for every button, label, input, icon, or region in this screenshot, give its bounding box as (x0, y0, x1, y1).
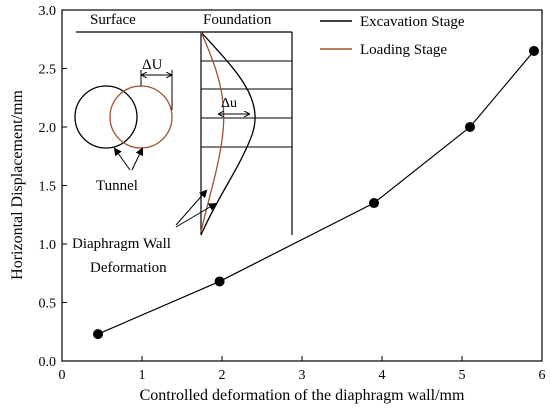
inset-schematic: Surface Foundation Δu ΔU Tunnel Diaphrag… (72, 12, 293, 276)
x-axis-label: Controlled deformation of the diaphragm … (140, 387, 465, 404)
series-line (97, 50, 535, 335)
inset-delta-U-label: ΔU (142, 57, 163, 73)
inset-surface-label: Surface (90, 12, 136, 28)
x-tick-label: 3 (299, 368, 306, 383)
inset-tunnel-displaced-circle (109, 85, 173, 149)
y-tick-label: 0.5 (39, 297, 57, 312)
data-point (93, 329, 103, 340)
legend: Excavation Stage Loading Stage (320, 14, 465, 58)
data-point (369, 198, 379, 209)
y-tick-label: 0.0 (39, 355, 57, 370)
y-tick-label: 1.0 (39, 238, 57, 253)
y-tick-label: 2.0 (39, 121, 57, 136)
x-tick-label: 6 (539, 368, 546, 383)
x-tick-label: 0 (59, 368, 66, 383)
inset-excavation-deformation-curve (200, 31, 256, 236)
y-tick-label: 3.0 (39, 4, 57, 19)
legend-excavation-label: Excavation Stage (360, 14, 465, 30)
inset-delta-u-label: Δu (221, 96, 237, 111)
data-point (214, 276, 225, 287)
x-tick-label: 4 (379, 368, 386, 383)
series-points (93, 45, 539, 340)
y-tick-label: 2.5 (39, 63, 57, 78)
inset-wall-label-line2: Deformation (90, 260, 167, 276)
inset-wall-pointer-1 (175, 189, 208, 226)
inset-wall-pointer-2 (175, 202, 217, 228)
inset-wall-label-line1: Diaphragm Wall (72, 236, 171, 252)
x-axis-ticks: 0 1 2 3 4 5 6 (59, 356, 546, 383)
x-tick-label: 5 (459, 368, 466, 383)
inset-loading-deformation-curve (200, 31, 225, 233)
inset-tunnel-original-circle (74, 85, 138, 149)
y-axis-ticks: 0.0 0.5 1.0 1.5 2.0 2.5 3.0 (39, 4, 67, 370)
x-tick-label: 1 (139, 368, 146, 383)
x-tick-label: 2 (219, 368, 226, 383)
legend-loading-label: Loading Stage (360, 42, 447, 58)
y-axis-label: Horizontal Displacement/mm (9, 90, 26, 280)
inset-strut-lines (201, 60, 292, 148)
inset-tunnel-label: Tunnel (96, 178, 138, 194)
inset-tunnel-pointer-2 (131, 147, 144, 171)
y-tick-label: 1.5 (39, 180, 57, 195)
inset-foundation-label: Foundation (203, 12, 272, 28)
data-point (529, 45, 539, 56)
inset-tunnel-pointer-1 (113, 147, 131, 171)
data-point (465, 122, 475, 132)
